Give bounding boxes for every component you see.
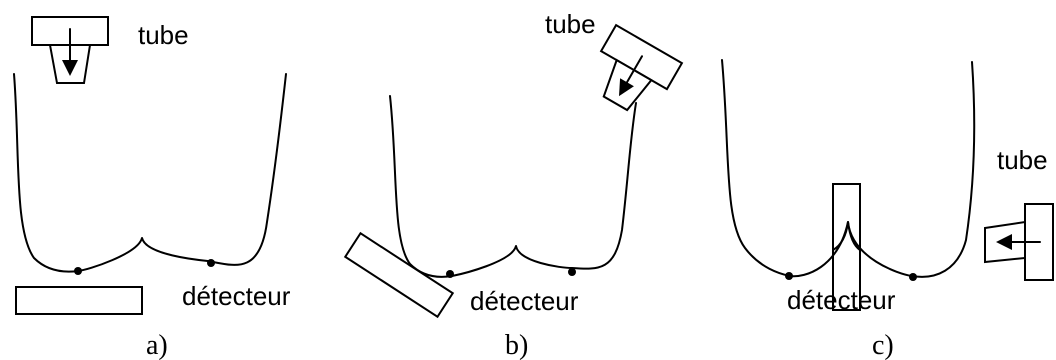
tube-c-beam-arrowhead: [996, 234, 1012, 250]
patient-contour-b: [389, 95, 637, 278]
panel-c: détecteur tube c): [721, 59, 1054, 360]
contour-point-right-a: [207, 259, 215, 267]
contour-point-left-a: [74, 267, 82, 275]
detector-a: [15, 286, 143, 315]
contour-point-right-b: [568, 268, 576, 276]
patient-contour-c-cusp: [832, 221, 861, 251]
detector-a-label: détecteur: [182, 281, 291, 311]
contour-point-left-c: [785, 272, 793, 280]
tube-b-beam-arrowhead: [619, 78, 634, 97]
caption-a: a): [146, 330, 168, 360]
contour-point-left-b: [446, 270, 454, 278]
caption-b: b): [505, 330, 528, 360]
patient-contour-a: [13, 73, 287, 273]
detector-b: [343, 231, 455, 319]
caption-c: c): [872, 330, 894, 360]
detector-c: [832, 183, 861, 311]
panel-a: tube détecteur a): [13, 16, 291, 360]
tube-a-beam-arrowhead: [62, 60, 78, 76]
tube-b: [599, 23, 684, 112]
tube-a: [31, 16, 109, 84]
tube-c-label: tube: [997, 145, 1048, 175]
tube-b-label: tube: [545, 9, 596, 39]
detector-c-label: détecteur: [787, 285, 896, 315]
contour-point-right-c: [909, 273, 917, 281]
tube-a-label: tube: [138, 20, 189, 50]
detector-b-label: détecteur: [470, 286, 579, 316]
panel-b: tube détecteur b): [343, 9, 684, 360]
tube-c: [984, 203, 1054, 281]
